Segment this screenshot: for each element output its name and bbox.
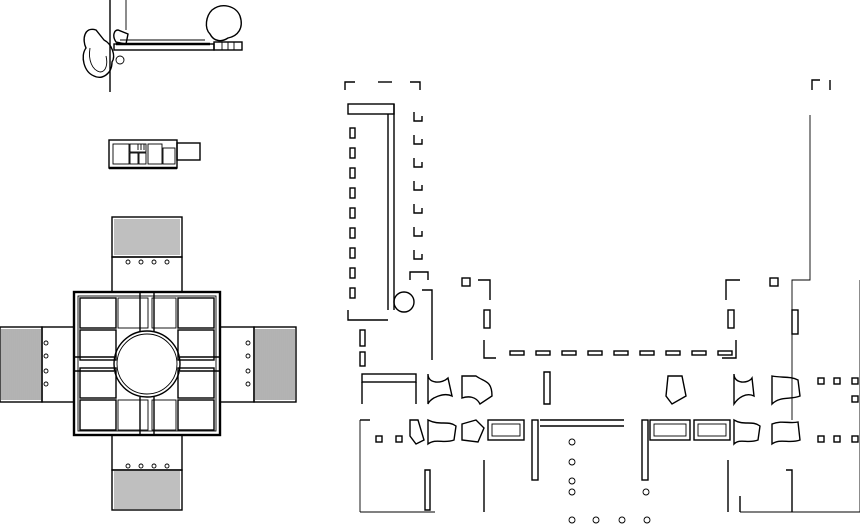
palace-main-range: [361, 371, 859, 407]
rotunda-hall: [113, 330, 181, 398]
room-nw: [79, 297, 117, 329]
site-garden-left: [82, 28, 115, 78]
site-garden-right: [205, 5, 242, 42]
palace-lower-range: [360, 418, 859, 512]
palace-partial-plan: [344, 79, 860, 524]
rotunda-north-stair: [111, 216, 183, 258]
rotunda-villa-plan: [0, 216, 297, 511]
rotunda-south-stair-treads: [114, 471, 180, 509]
site-pavilion: [113, 29, 129, 45]
palace-top-markers: [344, 79, 831, 90]
rotunda-west-portico: [41, 326, 75, 403]
room-se: [177, 367, 215, 399]
rotunda-main-block: [72, 290, 222, 437]
palace-right-gallery-piers: [413, 112, 423, 260]
rotunda-south-portico: [111, 434, 183, 471]
rotunda-east-portico: [219, 326, 255, 403]
palace-courtyard-dashed-wall: [509, 350, 733, 356]
palace-loggia-columns: [568, 438, 651, 524]
site-fountain: [115, 55, 125, 65]
room-ne: [177, 297, 215, 329]
site-garden-left-inner: [89, 47, 108, 73]
room-sw: [79, 367, 117, 399]
rotunda-north-stair-treads: [114, 219, 180, 255]
small-villa-annex: [176, 142, 201, 161]
palace-right-tower: [791, 115, 811, 420]
palace-courtyard-piers: [359, 271, 799, 367]
rotunda-north-portico: [111, 256, 183, 293]
site-plan: [82, 0, 243, 92]
small-villa-plan: [108, 139, 201, 170]
rotunda-portico-columns: [43, 259, 251, 469]
rotunda-west-stair-treads: [1, 329, 41, 400]
palace-left-gallery-piers: [349, 127, 356, 299]
rotunda-east-stair-treads: [255, 329, 295, 400]
palace-left-gallery: [347, 103, 415, 321]
